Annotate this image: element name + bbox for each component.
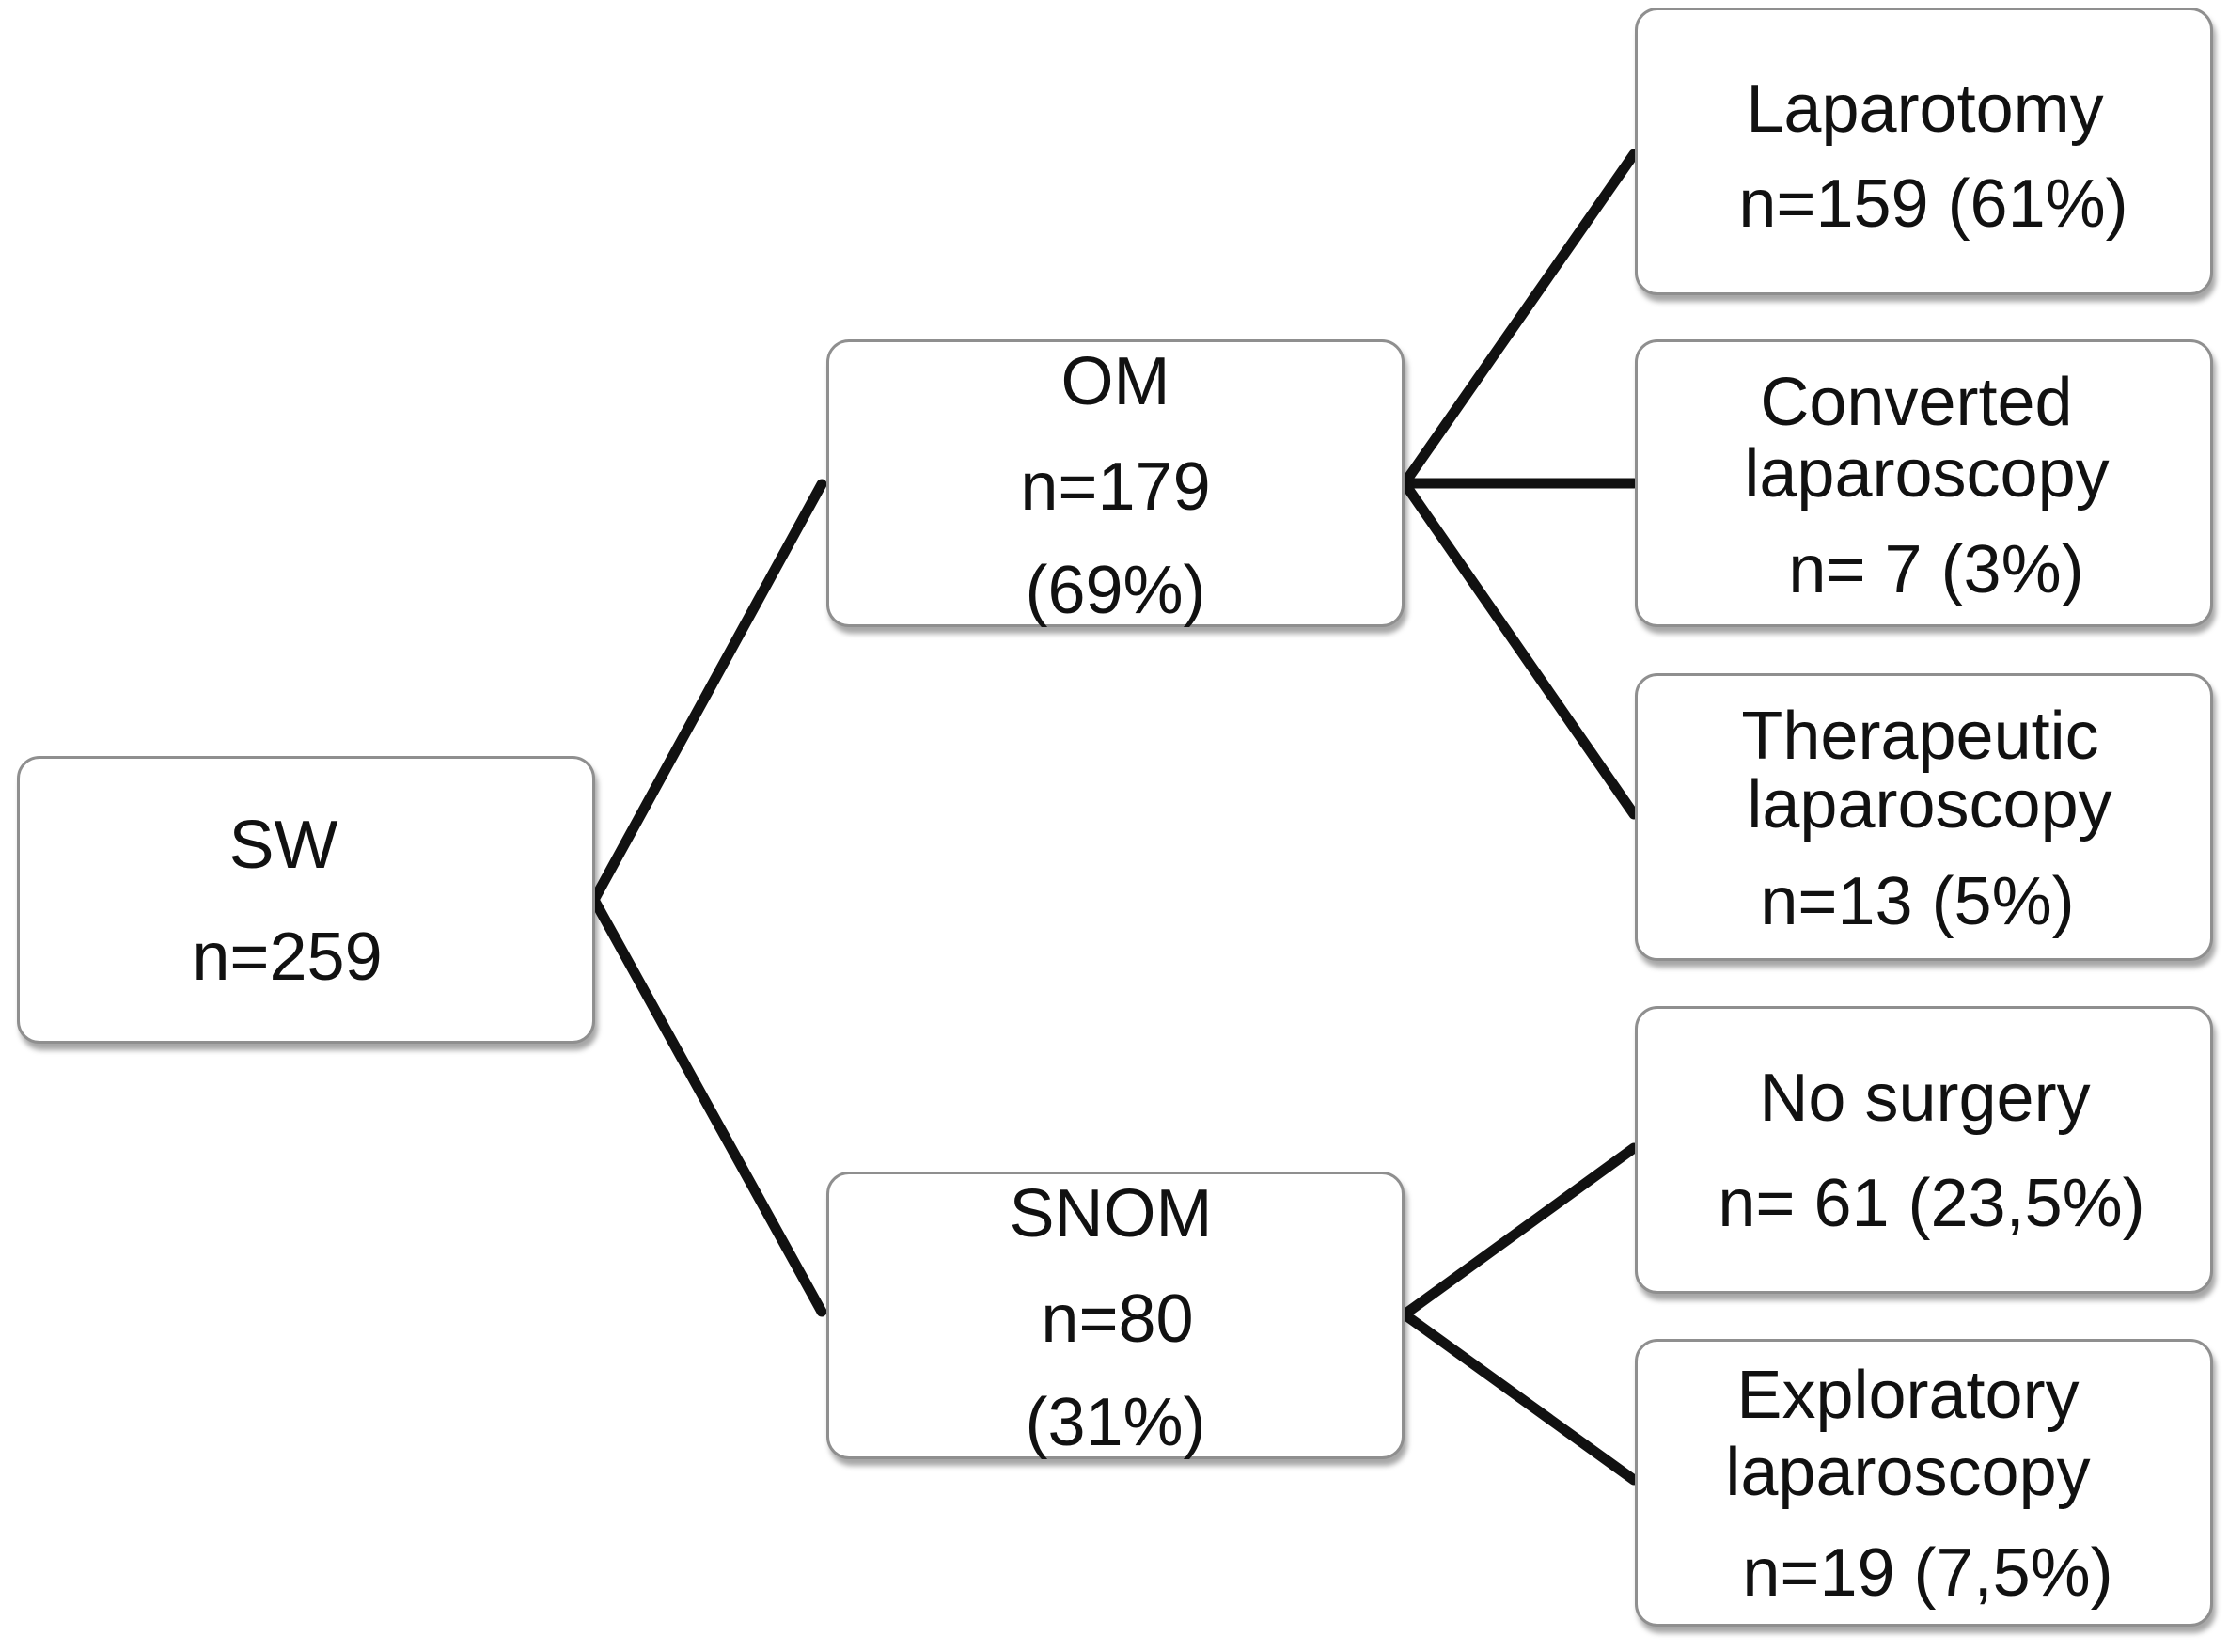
node-exploratory-count: n=19 (7,5%) (1742, 1535, 2113, 1611)
connector-sw-om (589, 479, 827, 905)
node-laparotomy-count: n=159 (61%) (1738, 166, 2128, 242)
node-snom-label: SNOM (1009, 1176, 1213, 1251)
connector-snom-nosurgery (1399, 1142, 1640, 1320)
node-sw-label: SW (228, 808, 338, 883)
node-converted-count: n= 7 (3%) (1788, 532, 2084, 607)
node-om-count: n=179 (1020, 449, 1211, 525)
connector-snom-exploratory (1399, 1309, 1640, 1486)
node-no-surgery-count: n= 61 (23,5%) (1718, 1166, 2145, 1241)
node-om: OM n=179 (69%) (826, 339, 1405, 627)
node-om-percent: (69%) (1025, 553, 1206, 628)
node-snom: SNOM n=80 (31%) (826, 1172, 1405, 1459)
node-laparotomy-label: Laparotomy (1746, 71, 2104, 147)
node-converted-label-line1: Converted (1760, 365, 2073, 440)
node-therapeutic-label-line1: Therapeutic (1741, 699, 2099, 774)
node-converted-laparoscopy: Converted laparoscopy n= 7 (3%) (1635, 339, 2213, 627)
node-exploratory-label-line2: laparoscopy (1725, 1435, 2091, 1510)
node-om-label: OM (1060, 344, 1170, 419)
connector-sw-snom (589, 894, 827, 1317)
connector-om-laparotomy (1399, 149, 1640, 489)
node-therapeutic-count: n=13 (5%) (1760, 864, 2075, 939)
connector-om-therapeutic (1399, 478, 1640, 820)
node-no-surgery-label: No surgery (1759, 1061, 2091, 1136)
node-converted-label-line2: laparoscopy (1744, 436, 2110, 511)
node-exploratory-label-line1: Exploratory (1736, 1358, 2080, 1433)
node-sw: SW n=259 (17, 756, 595, 1044)
node-no-surgery: No surgery n= 61 (23,5%) (1635, 1006, 2213, 1294)
node-laparotomy: Laparotomy n=159 (61%) (1635, 8, 2213, 295)
node-snom-count: n=80 (1041, 1282, 1194, 1357)
node-exploratory-laparoscopy: Exploratory laparoscopy n=19 (7,5%) (1635, 1339, 2213, 1627)
node-sw-count: n=259 (192, 920, 383, 995)
node-snom-percent: (31%) (1025, 1385, 1206, 1460)
node-therapeutic-laparoscopy: Therapeutic laparoscopy n=13 (5%) (1635, 673, 2213, 961)
node-therapeutic-label-line2: laparoscopy (1747, 767, 2112, 842)
